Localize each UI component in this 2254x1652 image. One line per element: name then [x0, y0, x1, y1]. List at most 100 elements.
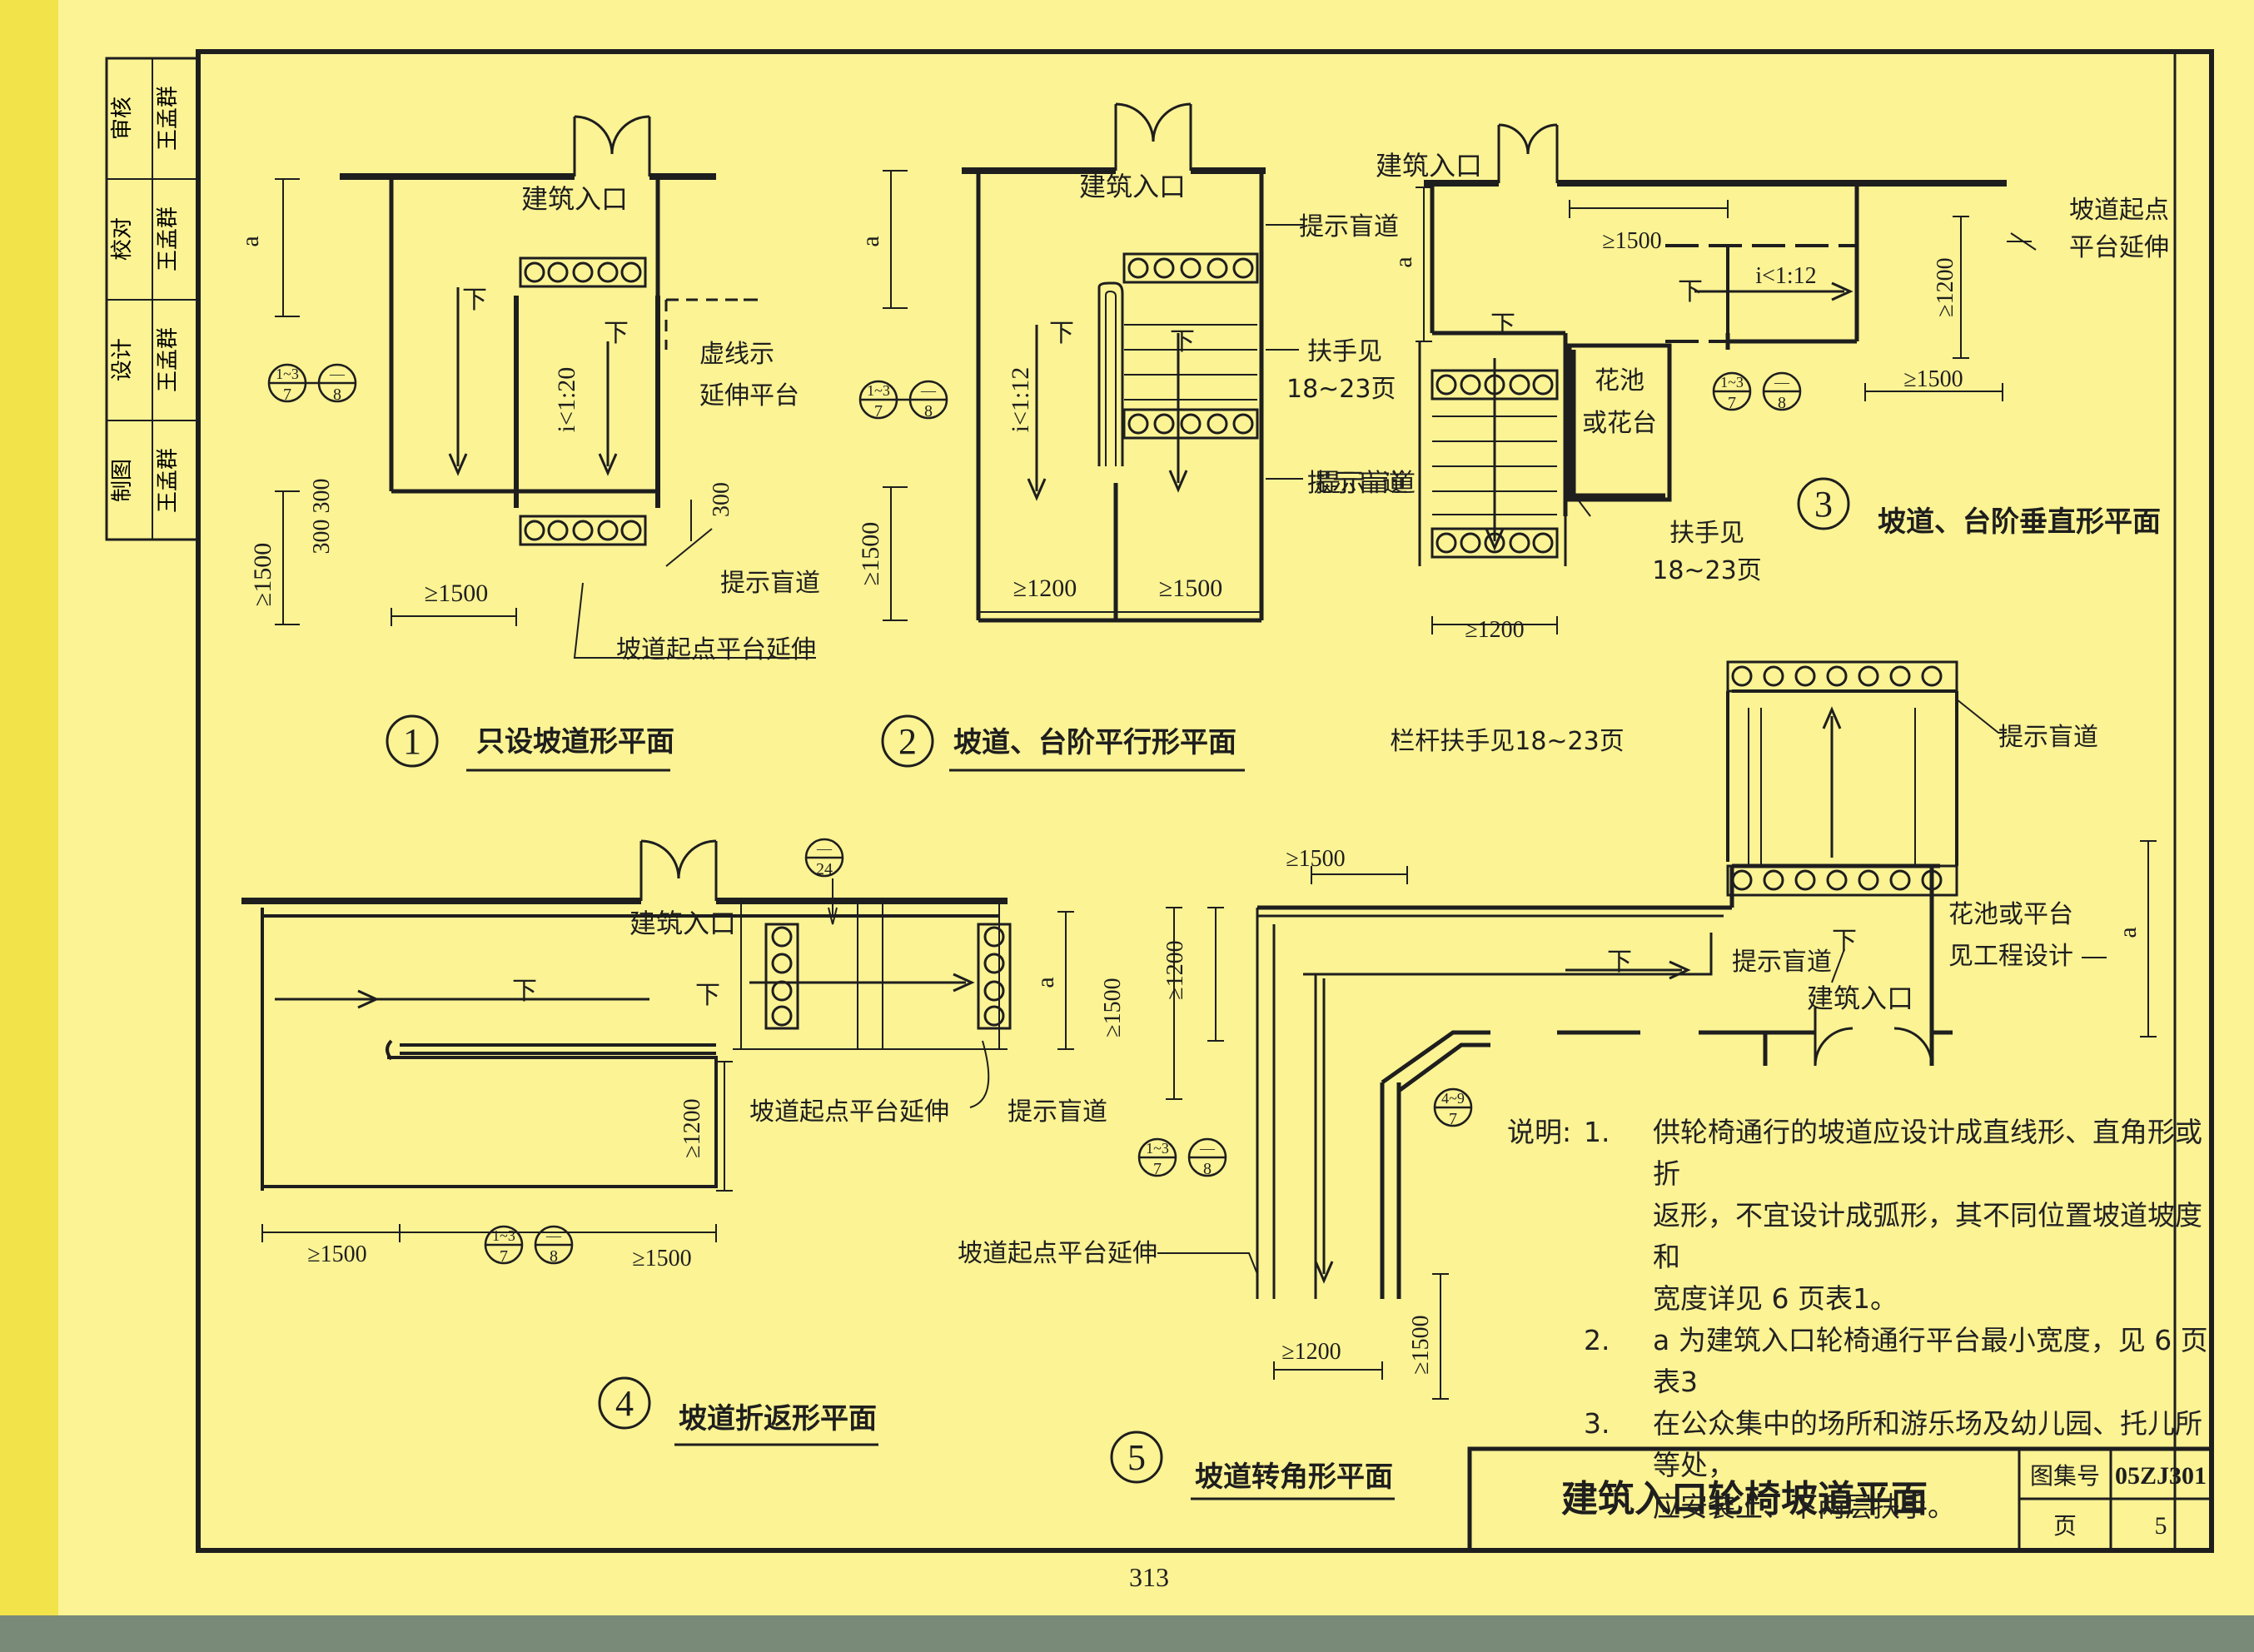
note-1-line-1: 供轮椅通行的坡道应设计成直线形、直角形或折 [1653, 1116, 2202, 1190]
title-block: 建筑入口轮椅坡道平面 图集号 05ZJ301 页 5 [1467, 1446, 2214, 1553]
plan2-tactile-bottom: 提示盲道 [1307, 469, 1407, 498]
plan3-ref-b-top: — [1774, 374, 1790, 391]
plan3-ref-a-bottom: 7 [1728, 394, 1736, 412]
plan1-number: 1 [403, 721, 421, 762]
plan4-number: 4 [615, 1383, 634, 1424]
plan5-ref-c-bottom: 7 [1449, 1110, 1457, 1128]
plan3-down-1: 下 [1678, 277, 1703, 306]
note-2-number: 2. [1584, 1324, 1610, 1356]
plan2-number-circle [881, 714, 934, 768]
tactile-strip-plan1-bottom [519, 515, 647, 546]
plan1-dim-a: a [236, 236, 264, 246]
plan-4-labels: 建筑入口 下 下 a ≥1200 坡道起点平台延伸 提示盲道 ≥1500 ≥15… [307, 908, 1107, 1436]
note-1-number: 1. [1584, 1116, 1610, 1148]
plan5-section-ref [1137, 1087, 1473, 1177]
plan1-tactile-label: 提示盲道 [720, 569, 820, 598]
plan5-entrance-label: 建筑入口 [1807, 983, 1913, 1014]
sig-role-3: 设计 [110, 338, 135, 381]
plan4-section-ref [484, 838, 844, 1265]
plan5-dim-1200-v: ≥1200 [1162, 940, 1188, 999]
plan2-ref-b-bottom: 8 [924, 402, 933, 420]
plan5-dim-a: a [2114, 927, 2142, 938]
plan3-ref-a-top: 1~3 [1720, 374, 1744, 391]
plan4-ref-b-top: — [545, 1227, 562, 1244]
plan2-dim-1500-h: ≥1500 [1159, 575, 1222, 602]
drawing-frame [196, 49, 2214, 1553]
plan3-handrail-2: 18~23页 [1652, 556, 1761, 585]
plan5-ref-c-top: 4~9 [1441, 1090, 1465, 1107]
plan5-down-2: 下 [1832, 927, 1857, 956]
title-block-atlas-label: 图集号 [2030, 1462, 2100, 1490]
plan1-ref-a-bottom: 7 [283, 386, 291, 404]
plan1-dashed-note-2: 延伸平台 [699, 381, 799, 411]
plan5-dim-1200-h: ≥1200 [1281, 1339, 1341, 1365]
plan1-ramp-ext: 坡道起点平台延伸 [616, 635, 816, 664]
book-binding [0, 0, 58, 1652]
plan4-ref-c-bottom: 24 [816, 860, 833, 878]
plan2-handrail-1: 扶手见 [1307, 337, 1382, 366]
plan4-ref-a-bottom: 7 [500, 1247, 508, 1266]
plan5-ref-a-bottom: 7 [1153, 1160, 1162, 1178]
plan2-dim-a: a [857, 236, 884, 246]
sig-name-2: 王孟群 [156, 206, 181, 271]
plan2-handrail-2: 18~23页 [1286, 375, 1396, 404]
plan5-dim-1500-v2: ≥1500 [1408, 1315, 1434, 1374]
plan5-title: 坡道转角形平面 [1195, 1460, 1393, 1494]
plan4-ramp-ext: 坡道起点平台延伸 [749, 1097, 949, 1127]
tactile-strip-plan5-top [1726, 660, 1958, 693]
plan5-down-1: 下 [1607, 948, 1632, 977]
plan3-ramp-ext-1: 坡道起点 [2069, 196, 2169, 225]
plan3-number-circle [1797, 477, 1850, 530]
plan4-entrance-label: 建筑入口 [629, 908, 736, 939]
plan1-down-2: 下 [604, 319, 629, 348]
plan2-dim-1500-v: ≥1500 [857, 522, 884, 585]
plan3-title: 坡道、台阶垂直形平面 [1878, 505, 2161, 539]
tactile-strip-plan5-mid [1726, 864, 1958, 897]
plan1-title: 只设坡道形平面 [476, 725, 674, 759]
plan2-number: 2 [898, 721, 917, 762]
plan4-down-2: 下 [695, 981, 720, 1010]
plan4-ref-b-bottom: 8 [550, 1247, 558, 1266]
plan-1 [275, 115, 816, 659]
plan-2 [883, 102, 1303, 623]
plan4-dim-1500-left: ≥1500 [307, 1241, 366, 1267]
plan5-tactile-mid: 提示盲道 [1732, 948, 1832, 977]
plan5-planter-2: 见工程设计 [1948, 942, 2073, 971]
notes-heading: 说明: [1507, 1116, 1572, 1148]
plan4-title: 坡道折返形平面 [679, 1402, 877, 1436]
plan2-dim-1200: ≥1200 [1013, 575, 1077, 602]
plan3-dim-1500-top: ≥1500 [1602, 228, 1661, 254]
plan4-ref-a-top: 1~3 [492, 1227, 515, 1244]
sig-role-4: 制图 [110, 459, 135, 502]
plan2-ref-a-top: 1~3 [867, 382, 890, 399]
plan3-section-ref [1712, 371, 1802, 411]
plan5-planter-1: 花池或平台 [1948, 900, 2073, 929]
plan5-railing: 栏杆扶手见18~23页 [1390, 727, 1624, 756]
plan-2-labels: 建筑入口 提示盲道 扶手见 18~23页 提示盲道 下 下 i<1:12 a ≥… [857, 171, 1407, 762]
plan1-dim-1500-v: ≥1500 [249, 543, 276, 606]
plan3-down-2: 下 [1490, 311, 1515, 340]
tactile-strip-plan2-bottom [1122, 408, 1259, 440]
note-3: 3. 在公众集中的场所和游乐场及幼儿园、托儿所等处， 应安装上、下两层扶手。 [1507, 1403, 2223, 1528]
signature-block: 审核 王孟群 校对 王孟群 设计 王孟群 制图 王孟群 [105, 57, 200, 541]
note-2: 2. a 为建筑入口轮椅通行平台最小宽度，见 6 页表3 [1507, 1320, 2223, 1403]
plan3-planter-2: 或花台 [1582, 409, 1657, 438]
note-1-line-3: 宽度详见 6 页表1。 [1653, 1282, 1898, 1315]
plan2-ref-a-bottom: 7 [874, 402, 883, 420]
plan5-ref-b-bottom: 8 [1203, 1160, 1212, 1178]
plan5-ref-a-top: 1~3 [1146, 1140, 1169, 1157]
title-block-title: 建筑入口轮椅坡道平面 [1561, 1478, 1928, 1520]
note-2-line-1: a 为建筑入口轮椅通行平台最小宽度，见 6 页表3 [1653, 1324, 2208, 1398]
sig-role-2: 校对 [110, 217, 135, 261]
note-3-number: 3. [1584, 1407, 1610, 1440]
page-bottom-shadow [0, 1615, 2254, 1652]
note-1: 说明: 1. 供轮椅通行的坡道应设计成直线形、直角形或折 返形，不宜设计成弧形，… [1507, 1112, 2223, 1320]
plan1-slope: i<1:20 [553, 367, 580, 433]
plan3-ref-b-bottom: 8 [1778, 394, 1786, 412]
tactile-strip-plan3-bottom [1431, 527, 1559, 559]
note-3-line-1: 在公众集中的场所和游乐场及幼儿园、托儿所等处， [1653, 1407, 2202, 1481]
plan2-ref-b-top: — [920, 382, 937, 399]
plan3-tactile: 提示盲道 [1316, 469, 1416, 498]
plan3-handrail-1: 扶手见 [1669, 519, 1744, 548]
